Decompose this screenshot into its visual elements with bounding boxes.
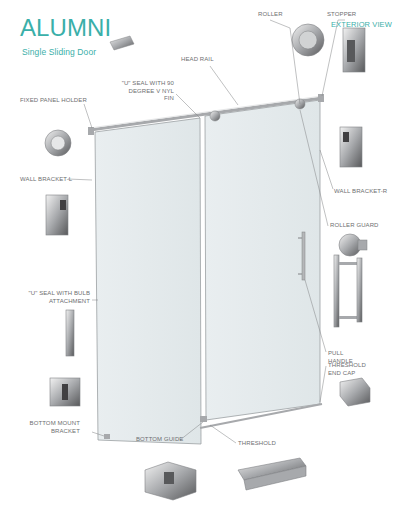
part-label: FIXED PANEL HOLDER (20, 97, 87, 105)
part-label: STOPPER (327, 11, 356, 19)
part-label: BOTTOM GUIDE (136, 436, 183, 444)
part-label: HEAD RAIL (181, 56, 214, 64)
part-label: WALL BRACKET-L (20, 176, 72, 184)
part-label: ROLLER GUARD (330, 222, 379, 230)
diagram-title: ALUMNI (20, 14, 111, 42)
part-label: ROLLER (258, 11, 283, 19)
part-label: "U" SEAL WITH BULB ATTACHMENT (20, 290, 90, 305)
part-label: BOTTOM MOUNT BRACKET (10, 420, 80, 435)
part-label: WALL BRACKET-R (334, 188, 387, 196)
part-label: THRESHOLD (238, 440, 276, 448)
part-label: THRESHOLD END CAP (328, 362, 376, 377)
subtitle: Single Sliding Door (22, 47, 96, 57)
part-label: "U" SEAL WITH 90 DEGREE V NYL FIN (118, 80, 174, 103)
view-label: EXTERIOR VIEW (331, 20, 392, 29)
